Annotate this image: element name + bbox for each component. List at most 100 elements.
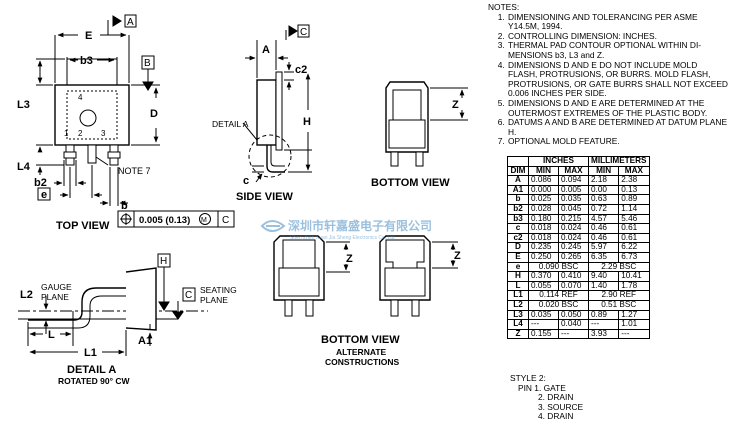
datum-B-label: B	[144, 58, 151, 69]
table-cell: 6.73	[618, 251, 650, 263]
table-header-millimeters: MILLIMETERS	[588, 156, 650, 167]
watermark-logo-icon	[260, 220, 286, 232]
datum-C-label: C	[300, 27, 307, 38]
table-cell: 0.114 REF	[528, 290, 589, 301]
table-cell: 0.61	[618, 223, 650, 234]
notes-block: NOTES: DIMENSIONING AND TOLERANCING PER …	[488, 2, 728, 147]
dim-b2-label: b2	[34, 177, 47, 189]
bottom-alt-z1-label: Z	[346, 253, 353, 265]
table-cell: H	[507, 271, 529, 282]
note-item: THERMAL PAD CONTOUR OPTIONAL WITHIN DI-M…	[507, 41, 728, 60]
seating-plane-label-1: SEATING	[200, 285, 237, 295]
table-cell: 0.72	[587, 203, 620, 215]
gauge-plane-label-2: PLANE	[41, 292, 69, 302]
dim-b3-label: b3	[80, 55, 93, 67]
tolerance-value: 0.005 (0.13)	[139, 215, 190, 226]
table-cell: 0.020 BSC	[528, 299, 589, 311]
dim-c-label: c	[243, 175, 249, 187]
dim-L1-label: L1	[84, 347, 97, 359]
bottom-alt-title: BOTTOM VIEW	[321, 334, 400, 346]
dimension-table: INCHES MILLIMETERS DIM MIN MAX MIN MAX A…	[507, 156, 650, 340]
note7-label: NOTE 7	[118, 166, 151, 176]
bottom-alt-z2-label: Z	[454, 250, 461, 262]
seating-plane-label-2: PLANE	[200, 295, 228, 305]
table-cell: 2.38	[618, 175, 650, 186]
table-cell: L4	[507, 319, 529, 330]
dim-A1-label: A1	[138, 335, 152, 347]
table-cell: 1.01	[618, 319, 650, 330]
table-cell: 2.18	[587, 175, 620, 186]
table-cell: 0.265	[558, 251, 589, 263]
table-cell: 0.155	[528, 328, 559, 340]
table-cell: 0.245	[558, 242, 589, 253]
table-cell: ---	[558, 328, 589, 340]
bottom-alt-subtitle-2: CONSTRUCTIONS	[325, 357, 399, 367]
detail-a-subtitle: ROTATED 90° CW	[58, 376, 131, 386]
table-cell: 0.086	[528, 175, 559, 186]
side-view-title: SIDE VIEW	[236, 191, 293, 203]
style-pin-item: PIN 1. GATE	[518, 382, 566, 393]
table-cell: 5.97	[587, 242, 620, 253]
dim-b-label: b	[121, 200, 128, 212]
table-row: L4---0.040---1.01	[507, 319, 650, 330]
table-cell: c	[507, 223, 529, 234]
table-cell: ---	[528, 319, 559, 330]
table-cell: 0.040	[558, 319, 589, 330]
bottom-view-title: BOTTOM VIEW	[371, 177, 450, 189]
table-cell: 2.90 REF	[588, 290, 650, 301]
style-block: STYLE 2: PIN 1. GATE 2. DRAIN 3. SOURCE …	[510, 373, 583, 422]
style-pin-item: 2. DRAIN	[538, 392, 574, 403]
detail-a-title: DETAIL A	[67, 364, 116, 376]
dim-H-label: H	[303, 116, 311, 128]
table-cell: 0.410	[558, 271, 589, 282]
dim-L3-label: L3	[17, 99, 30, 111]
datum-C-label-detail: C	[185, 290, 192, 301]
bottom-view-z-label: Z	[452, 99, 459, 111]
table-cell: 0.370	[528, 271, 559, 282]
table-cell: 10.41	[618, 271, 650, 282]
table-cell: L1	[507, 290, 529, 301]
dim-L2-label: L2	[20, 289, 33, 301]
detail-a-callout: DETAIL A	[212, 119, 249, 129]
pin1-label: 1	[64, 129, 69, 138]
bottom-alt-subtitle-1: ALTERNATE	[336, 347, 387, 357]
table-cell: A	[507, 175, 529, 186]
table-cell: 3.93	[587, 328, 620, 340]
datum-A-label: A	[127, 17, 134, 28]
watermark-subtext: Shen Zhen Xuan Jia Sheng Electronics Co.…	[290, 235, 395, 241]
style-title: STYLE 2:	[510, 373, 546, 383]
note-item: CONTROLLING DIMENSION: INCHES.	[507, 31, 728, 42]
table-cell: L2	[507, 299, 529, 311]
table-cell: 0.024	[558, 223, 589, 234]
table-cell: 0.51 BSC	[588, 299, 650, 311]
pin3-label: 3	[101, 129, 106, 138]
top-view-title: TOP VIEW	[56, 220, 110, 232]
table-cell: ---	[587, 319, 620, 330]
table-cell: b2	[507, 203, 529, 215]
bottom-view-alternate	[273, 235, 458, 317]
table-cell: 1.14	[618, 203, 650, 215]
bottom-view	[385, 81, 468, 167]
dim-c2-label: c2	[295, 64, 307, 76]
detail-a	[18, 253, 208, 356]
note-item: DIMENSIONS D AND E DO NOT INCLUDE MOLD F…	[507, 60, 728, 99]
style-pin-item: 4. DRAIN	[538, 411, 574, 422]
note-item: DIMENSIONS D AND E ARE DETERMINED AT THE…	[507, 98, 728, 118]
table-cell: D	[507, 242, 529, 253]
watermark-text: 深圳市轩嘉盛电子有限公司	[288, 218, 432, 233]
note-item: DATUMS A AND B ARE DETERMINED AT DATUM P…	[507, 117, 728, 137]
table-cell: 0.094	[558, 175, 589, 186]
pin2-label: 2	[78, 129, 83, 138]
notes-list: DIMENSIONING AND TOLERANCING PER ASME Y1…	[488, 12, 728, 147]
dim-L4-label: L4	[17, 161, 31, 173]
